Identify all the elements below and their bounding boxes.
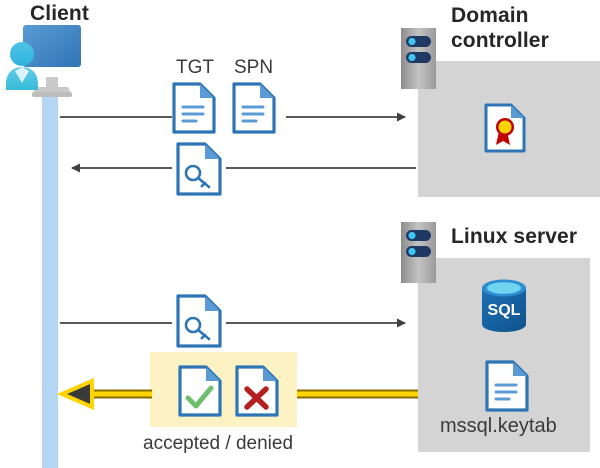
ticket-key-document-icon-2 [176,294,222,348]
tgt-document-icon [172,82,216,134]
keytab-document-icon [485,360,529,412]
linux-server-title: Linux server [451,225,578,248]
flow-auth-result [56,377,418,411]
spn-document-icon [232,82,276,134]
verdict-label: accepted / denied [143,433,294,454]
ticket-key-document-icon-1 [176,142,222,196]
denied-document-icon [235,365,279,417]
keytab-filename-label: mssql.keytab [440,415,557,437]
domain-controller-server-icon [401,28,436,89]
client-lifeline [42,93,58,468]
accepted-document-icon [178,365,222,417]
sql-database-icon: SQL [482,279,526,332]
client-title: Client [30,2,89,25]
domain-controller-title: Domain controller [451,4,549,52]
spn-label: SPN [234,57,274,78]
tgt-label: TGT [176,57,214,78]
linux-server-icon [401,222,436,283]
svg-text:SQL: SQL [488,302,521,319]
certificate-document-icon [484,103,526,153]
client-icon [6,25,81,97]
